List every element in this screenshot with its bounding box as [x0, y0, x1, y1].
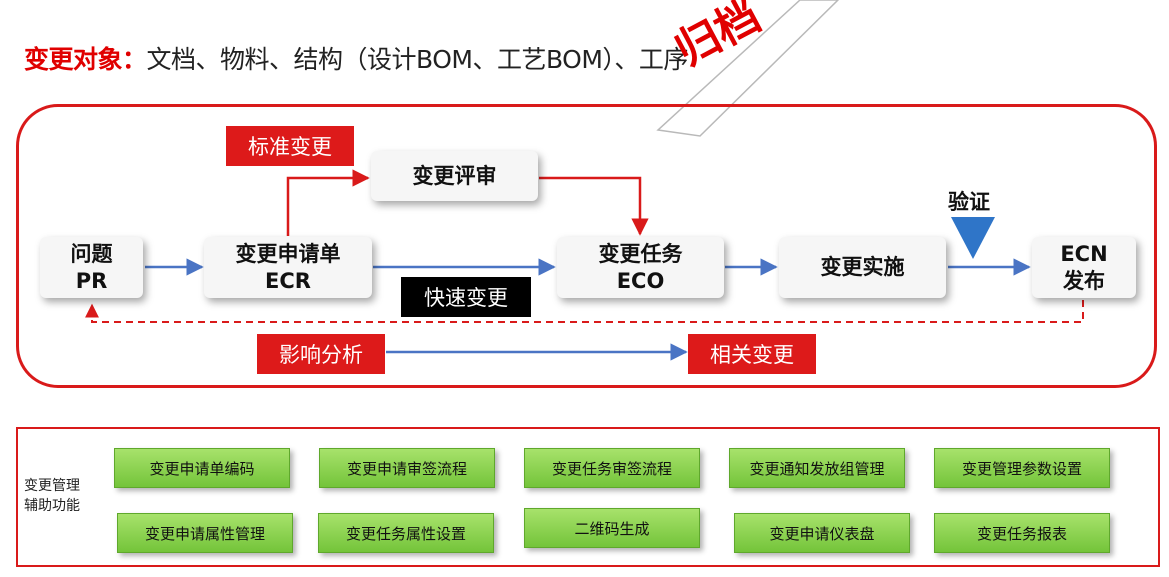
btn-eco-approval-flow[interactable]: 变更任务审签流程 [524, 448, 700, 488]
node-ecr: 变更申请单 ECR [204, 237, 372, 298]
btn-param-settings[interactable]: 变更管理参数设置 [934, 448, 1110, 488]
node-ecr-line1: 变更申请单 [235, 242, 341, 267]
node-review: 变更评审 [371, 151, 538, 201]
node-ecn-line1: ECN [1060, 242, 1108, 267]
arrow-review-eco [539, 176, 649, 236]
title-label: 变更对象： [24, 45, 147, 74]
node-ecn-line2: 发布 [1063, 268, 1105, 293]
node-pr-line2: PR [75, 268, 108, 293]
btn-eco-report[interactable]: 变更任务报表 [934, 513, 1110, 553]
arrow-ecr-review [286, 169, 370, 236]
flow-frame [16, 104, 1157, 388]
node-eco-line2: ECO [616, 268, 665, 293]
title-text: 文档、物料、结构（设计BOM、工艺BOM）、工序 [146, 45, 689, 74]
node-ecr-line2: ECR [265, 268, 311, 293]
node-review-label: 变更评审 [412, 163, 497, 188]
feedback-loop [85, 300, 1084, 323]
aux-frame [16, 427, 1160, 567]
btn-ecr-dashboard[interactable]: 变更申请仪表盘 [734, 513, 910, 553]
tag-impact-analysis: 影响分析 [257, 334, 385, 374]
aux-title: 变更管理 辅助功能 [24, 476, 80, 517]
verify-triangle [951, 217, 995, 259]
node-implement: 变更实施 [779, 237, 946, 298]
aux-title-line1: 变更管理 [24, 478, 80, 494]
node-eco: 变更任务 ECO [557, 237, 724, 298]
btn-notice-group-mgmt[interactable]: 变更通知发放组管理 [729, 448, 905, 488]
btn-ecr-approval-flow[interactable]: 变更申请审签流程 [319, 448, 495, 488]
page-title: 变更对象：文档、物料、结构（设计BOM、工艺BOM）、工序 [24, 40, 688, 76]
archive-stamp-box [656, 0, 840, 137]
tag-related-change: 相关变更 [688, 334, 816, 374]
node-implement-label: 变更实施 [820, 255, 905, 280]
btn-qrcode-generate[interactable]: 二维码生成 [524, 508, 700, 548]
tag-standard-change: 标准变更 [226, 126, 354, 166]
btn-ecr-numbering[interactable]: 变更申请单编码 [114, 448, 290, 488]
node-ecn: ECN 发布 [1032, 237, 1136, 298]
node-pr: 问题 PR [40, 237, 143, 298]
tag-fast-change: 快速变更 [401, 277, 531, 317]
aux-title-line2: 辅助功能 [24, 498, 80, 515]
btn-ecr-attribute-mgmt[interactable]: 变更申请属性管理 [117, 513, 293, 553]
node-eco-line1: 变更任务 [598, 242, 683, 267]
node-pr-line1: 问题 [70, 242, 113, 267]
verify-label: 验证 [948, 190, 990, 214]
btn-eco-attribute-settings[interactable]: 变更任务属性设置 [318, 513, 494, 553]
